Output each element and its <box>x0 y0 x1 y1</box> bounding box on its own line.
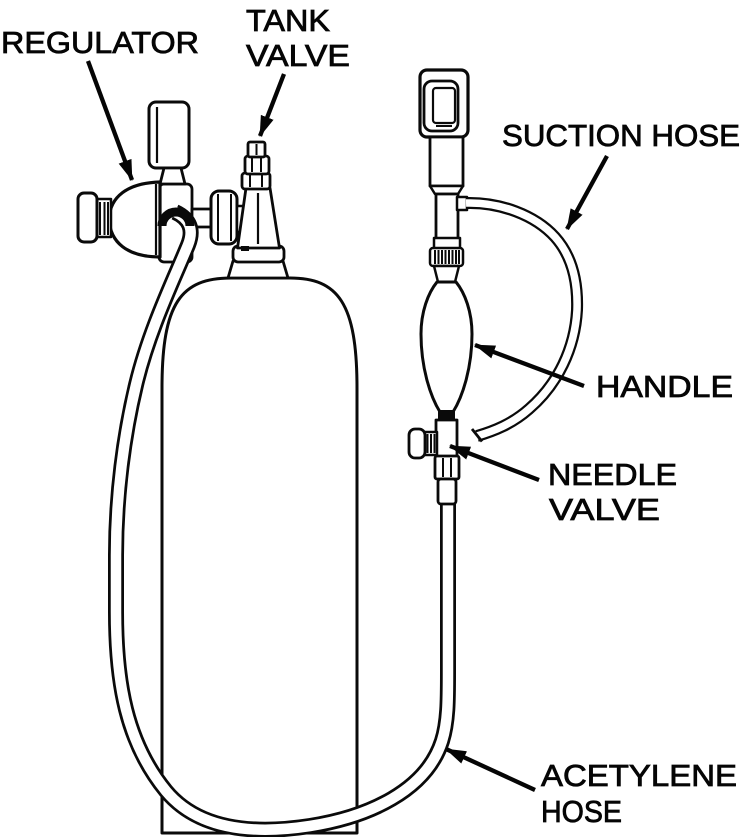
labels: REGULATOR TANK VALVE SUCTION HOSE HANDLE… <box>1 3 741 830</box>
regulator-assembly <box>76 100 248 264</box>
bulb-neck <box>432 264 461 284</box>
acetylene-hose-label-line1: ACETYLENE <box>541 758 737 793</box>
handle-label: HANDLE <box>596 369 733 404</box>
acetylene-hose-label-line2: HOSE <box>541 794 622 829</box>
leader-arrows <box>85 60 609 792</box>
tank-body <box>160 276 359 835</box>
tank-valve-label-line2: VALVE <box>246 38 350 73</box>
hose-nut <box>157 207 195 227</box>
suction-hose-label: SUCTION HOSE <box>502 118 740 153</box>
acetylene-tank <box>160 276 359 835</box>
torch-neck <box>434 192 460 242</box>
acetylene-hose-core <box>110 207 454 835</box>
acetylene-hose <box>108 204 456 837</box>
handle-bulb <box>419 280 474 414</box>
regulator-arrow <box>85 60 135 181</box>
suction-hose-arrow <box>565 154 609 231</box>
hose-open-end <box>470 428 484 443</box>
tank-valve-assembly <box>226 140 290 280</box>
handle-arrow <box>474 342 585 389</box>
union-hex-nut <box>209 189 239 246</box>
hose-coupling <box>436 477 458 506</box>
acetylene-hose-arrow <box>445 747 536 792</box>
regulator-dome <box>107 180 162 259</box>
gauge-neck <box>158 166 187 186</box>
tank-valve-arrow <box>257 73 287 137</box>
valve-boss <box>226 259 290 280</box>
needle-valve-knob <box>407 427 427 460</box>
needle-hex-fitting <box>433 454 461 481</box>
needle-valve-label-line1: NEEDLE <box>548 457 677 492</box>
needle-valve-arrow <box>449 443 540 483</box>
tank-valve-label-line1: TANK <box>246 3 330 38</box>
suction-torch <box>407 68 474 506</box>
regulator-knob <box>76 191 99 244</box>
regulator-label: REGULATOR <box>1 25 199 60</box>
suction-hose <box>465 196 584 443</box>
needle-valve-body <box>434 418 459 460</box>
pressure-gauge <box>147 100 191 170</box>
torch-stem <box>428 135 465 188</box>
needle-valve-label-line2: VALVE <box>549 492 660 527</box>
valve-hex-upper <box>243 154 271 176</box>
suction-hose-core <box>465 199 581 440</box>
suction-hose-port <box>455 195 469 212</box>
valve-joint-shadow <box>241 246 249 251</box>
torch-head-window <box>431 86 457 125</box>
